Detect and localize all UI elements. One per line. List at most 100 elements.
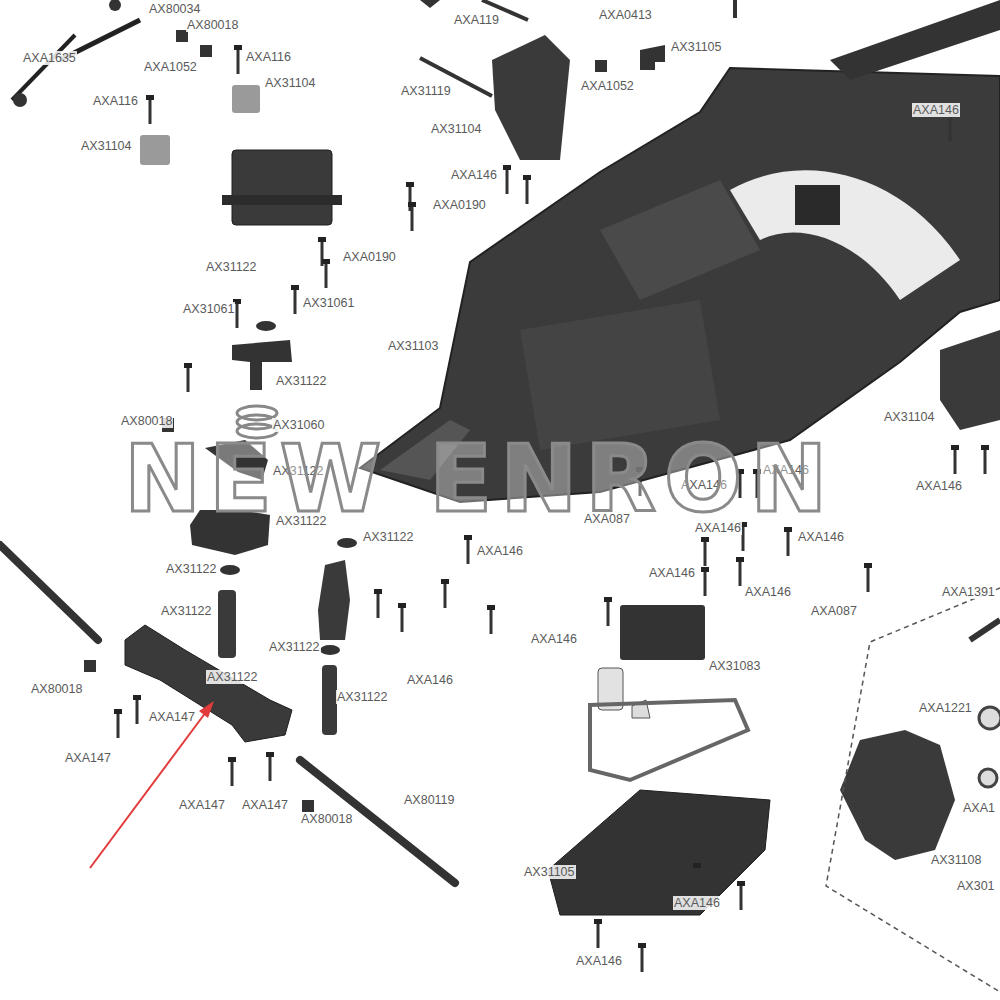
screw-head [951, 445, 959, 450]
nut [595, 60, 607, 72]
screw-shaft [704, 570, 707, 596]
part-number: AX31103 [387, 339, 440, 353]
shock-mount [492, 35, 570, 160]
screw-shaft [269, 755, 272, 781]
servo-mount [140, 135, 170, 165]
part-number: AX31122 [160, 604, 213, 618]
screw-shaft [696, 866, 699, 892]
screw-head [441, 579, 449, 584]
part-number: AXA147 [64, 751, 112, 765]
part-number: AX31122 [336, 690, 389, 704]
part-number: AXA0413 [598, 8, 653, 22]
pin [733, 0, 737, 18]
receiver [620, 605, 705, 660]
part-number: AXA116 [92, 94, 139, 108]
part-number: AX31122 [275, 374, 328, 388]
group-outline [826, 588, 1000, 992]
screw-shaft [236, 302, 239, 328]
screw-head [701, 537, 709, 542]
washer [220, 565, 240, 575]
part-number: AXA146 [450, 168, 498, 182]
diff-housing [840, 730, 955, 860]
post [318, 560, 350, 640]
screw-head [318, 237, 326, 242]
shock-mount [940, 330, 1000, 430]
screw [322, 259, 330, 288]
part-number: AX31083 [708, 659, 761, 673]
rod-end [109, 0, 121, 11]
part-number: AX31122 [205, 260, 258, 274]
part-number: AXA119 [453, 13, 500, 27]
screw-head [864, 563, 872, 568]
nut [302, 800, 314, 812]
screw [374, 589, 382, 618]
part-number: AX80034 [148, 2, 201, 16]
screw-shaft [954, 448, 957, 474]
screw [234, 45, 242, 74]
part-number: AXA147 [241, 798, 289, 812]
screw [441, 579, 449, 608]
part-number: AX80018 [120, 414, 173, 428]
steering-link [125, 625, 292, 742]
screw-head [736, 557, 744, 562]
part-number: AXA1052 [580, 79, 635, 93]
link [12, 35, 75, 100]
link-arm [830, 0, 1000, 80]
part-number: AXA146 [744, 585, 792, 599]
screw [604, 597, 612, 626]
link [0, 545, 98, 640]
part-number: AXA1 [962, 801, 996, 815]
screw [523, 175, 531, 204]
screw [701, 537, 709, 566]
part [420, 0, 440, 8]
part-number: AX31122 [268, 640, 321, 654]
screw-shaft [787, 530, 790, 556]
part-number: AXA087 [810, 604, 858, 618]
chassis-switch [795, 185, 840, 225]
part-number: AXA146 [797, 530, 845, 544]
clip [640, 45, 665, 70]
servo-mount [232, 85, 260, 113]
screw-head [291, 285, 299, 290]
screw [736, 557, 744, 586]
screw [228, 757, 236, 786]
bearing [979, 707, 1000, 729]
screw-shaft [187, 366, 190, 392]
part-number: AX31119 [400, 84, 452, 98]
screw-head [408, 202, 416, 207]
screw-shaft [704, 540, 707, 566]
screw-head [487, 605, 495, 610]
washer [256, 321, 276, 331]
screw-head [234, 45, 242, 50]
screw-head [981, 445, 989, 450]
part-number: AX80018 [186, 18, 239, 32]
screw-shaft [411, 205, 414, 231]
watermark: NEW ENRON [124, 430, 835, 530]
servo [232, 150, 332, 225]
screw-shaft [136, 698, 139, 724]
part-number: AXA146 [530, 632, 578, 646]
part-number: AX31104 [883, 410, 936, 424]
washer [337, 538, 357, 548]
part-number: AXA146 [575, 954, 623, 968]
rubber-band [590, 700, 748, 780]
screw-shaft [949, 115, 952, 141]
part-number: AXA1391 [941, 585, 996, 599]
part-number: AXA146 [648, 566, 696, 580]
part-number: AXA1221 [918, 701, 973, 715]
bearing [979, 769, 997, 787]
pointer-arrow [90, 712, 206, 868]
screw-head [406, 182, 414, 187]
screw [864, 563, 872, 592]
screw-shaft [607, 600, 610, 626]
screw-shaft [867, 566, 870, 592]
part-number: AXA147 [178, 798, 226, 812]
screw-head [701, 567, 709, 572]
screw-shaft [377, 592, 380, 618]
part-number: AX31105 [670, 40, 723, 54]
part-number: AX31122 [206, 670, 259, 684]
screw-shaft [740, 884, 743, 910]
part-number: AX80018 [30, 682, 83, 696]
chassis-floor [520, 300, 720, 450]
screw [981, 445, 989, 474]
